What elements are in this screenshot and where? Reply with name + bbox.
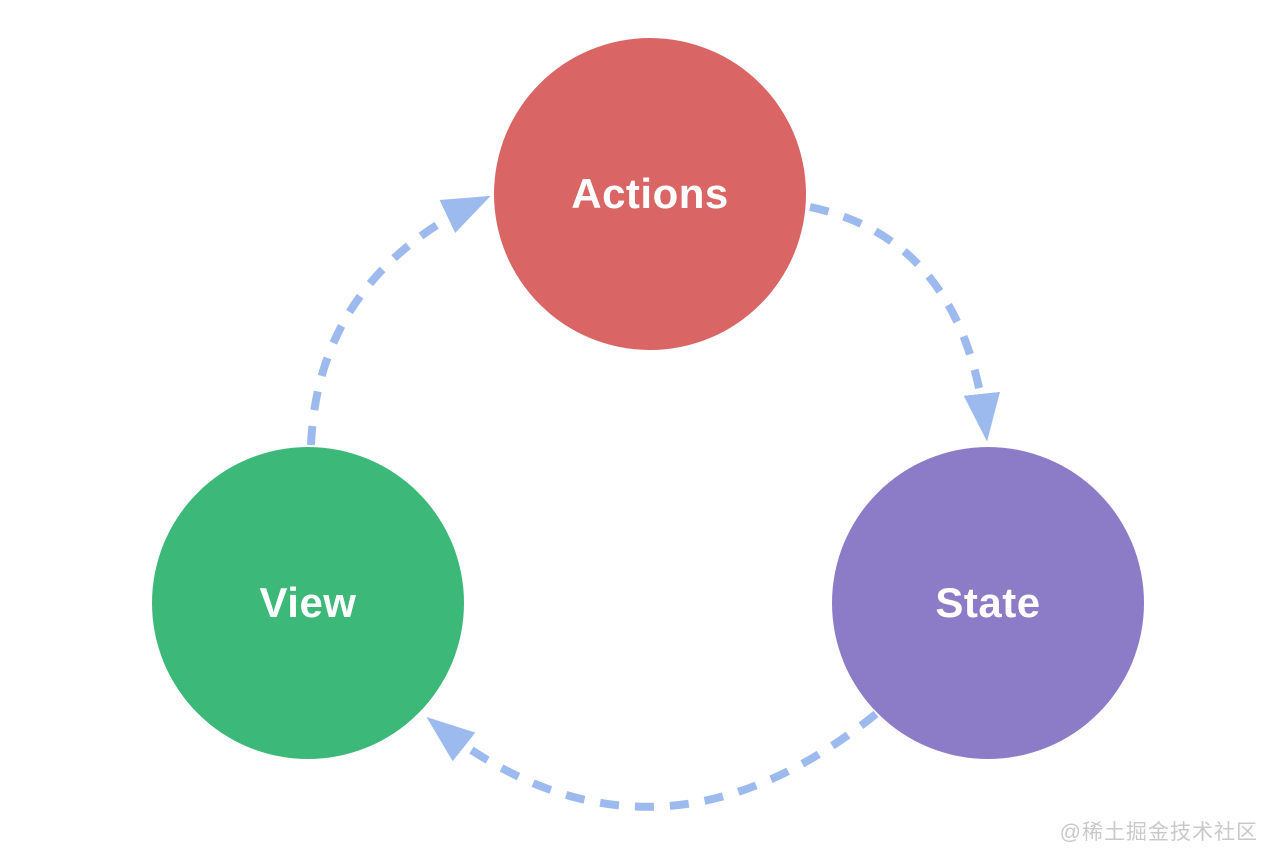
watermark: @稀土掘金技术社区 <box>1059 821 1258 844</box>
arrow-actions-to-state <box>809 203 1000 442</box>
node-actions: Actions <box>494 38 806 350</box>
arrow-state-to-view <box>426 710 879 811</box>
node-state-label: State <box>935 579 1041 626</box>
node-view: View <box>152 447 464 759</box>
node-actions-label: Actions <box>571 170 729 217</box>
node-state: State <box>832 447 1144 759</box>
node-view-label: View <box>259 579 357 626</box>
arrow-view-to-actions <box>307 195 491 446</box>
